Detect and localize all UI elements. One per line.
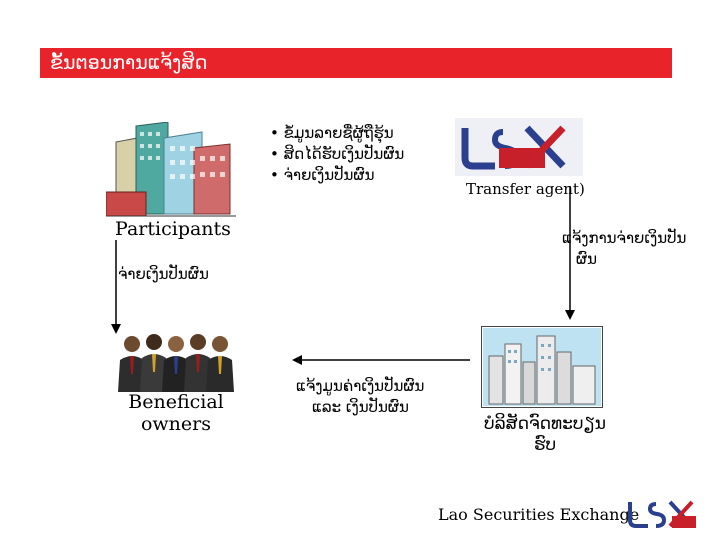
participants-label: Participants (115, 218, 231, 240)
city-illustration (481, 326, 603, 408)
notice-dividend-note: ແຈ້ງການຈ່າຍເງິນປັນ ຜົນ (562, 228, 720, 270)
caption-line: ຮົບ (533, 435, 557, 455)
buildings-illustration (106, 122, 236, 217)
dividend-value-note: ແຈ້ງມູນຄ່າເງິນປັນຜົນ ແລະ ເງິນປັນຜົນ (296, 376, 424, 418)
caption-line: ບໍລິສັດຈົດທະບຽນ (483, 414, 607, 434)
label-line: Beneficial (128, 391, 224, 413)
note-line: ແຈ້ງການຈ່າຍເງິນປັນ (562, 229, 687, 247)
note-line: ແຈ້ງມູນຄ່າເງິນປັນຜົນ (296, 377, 425, 395)
note-line: ຜົນ (576, 250, 598, 268)
bullet-item: • ຈ່າຍເງິນປັນຜົນ (270, 166, 375, 184)
footer-lsx-logo (628, 500, 696, 528)
footer-label: Lao Securities Exchange (438, 505, 640, 524)
info-bullets: • ຂໍ້ມູນລາຍຊື່ຜູ້ຖືຮຸ້ນ • ສິດໄດ້ຮັບເງິນປ… (270, 123, 460, 186)
lsx-logo (455, 118, 583, 176)
label-line: owners (140, 413, 212, 435)
bullet-item: • ສິດໄດ້ຮັບເງິນປັນຜົນ (270, 145, 405, 163)
pay-dividend-note: ຈ່າຍເງິນປັນຜົນ (118, 265, 209, 283)
transfer-agent-label: Transfer agent) (466, 180, 585, 198)
bullet-item: • ຂໍ້ມູນລາຍຊື່ຜູ້ຖືຮຸ້ນ (270, 124, 394, 142)
note-line: ແລະ ເງິນປັນຜົນ (312, 398, 409, 416)
business-people-illustration (118, 334, 234, 392)
listed-company-caption: ບໍລິສັດຈົດທະບຽນ ຮົບ (470, 414, 620, 456)
beneficial-owners-label: Beneficial owners (96, 391, 256, 435)
slide-title: ຂັ້ນຕອນການແຈ້ງສິດ (40, 48, 672, 78)
